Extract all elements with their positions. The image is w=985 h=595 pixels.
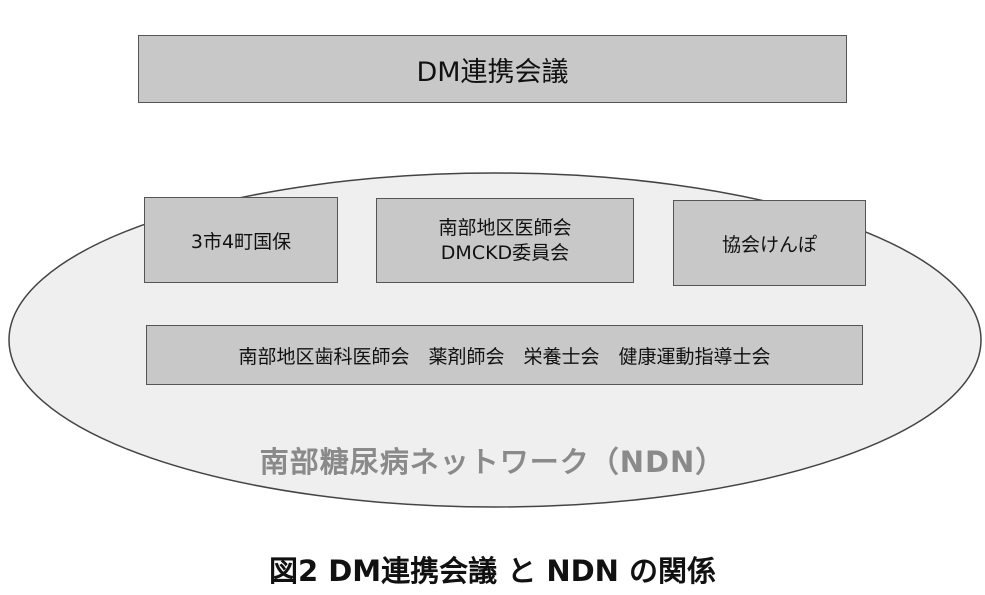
- dm-conference-label: DM連携会議: [416, 56, 569, 88]
- figure-caption: 図2 DM連携会議 と NDN の関係: [268, 554, 717, 588]
- medical-association-box: 南部地区医師会 DMCKD委員会: [376, 198, 634, 283]
- kokuho-box: 3市4町国保: [144, 197, 338, 283]
- medical-association-label-line1: 南部地区医師会: [438, 216, 572, 239]
- kyokai-kenpo-box: 協会けんぽ: [673, 200, 866, 286]
- network-label: 南部糖尿病ネットワーク（NDN）: [259, 445, 726, 479]
- other-associations-box: 南部地区歯科医師会 薬剤師会 栄養士会 健康運動指導士会: [146, 325, 863, 385]
- medical-association-label-line2: DMCKD委員会: [440, 241, 570, 264]
- kokuho-label: 3市4町国保: [190, 230, 292, 253]
- other-associations-label: 南部地区歯科医師会 薬剤師会 栄養士会 健康運動指導士会: [238, 345, 771, 368]
- kyokai-kenpo-label: 協会けんぽ: [721, 233, 817, 256]
- dm-conference-box: DM連携会議: [138, 35, 847, 103]
